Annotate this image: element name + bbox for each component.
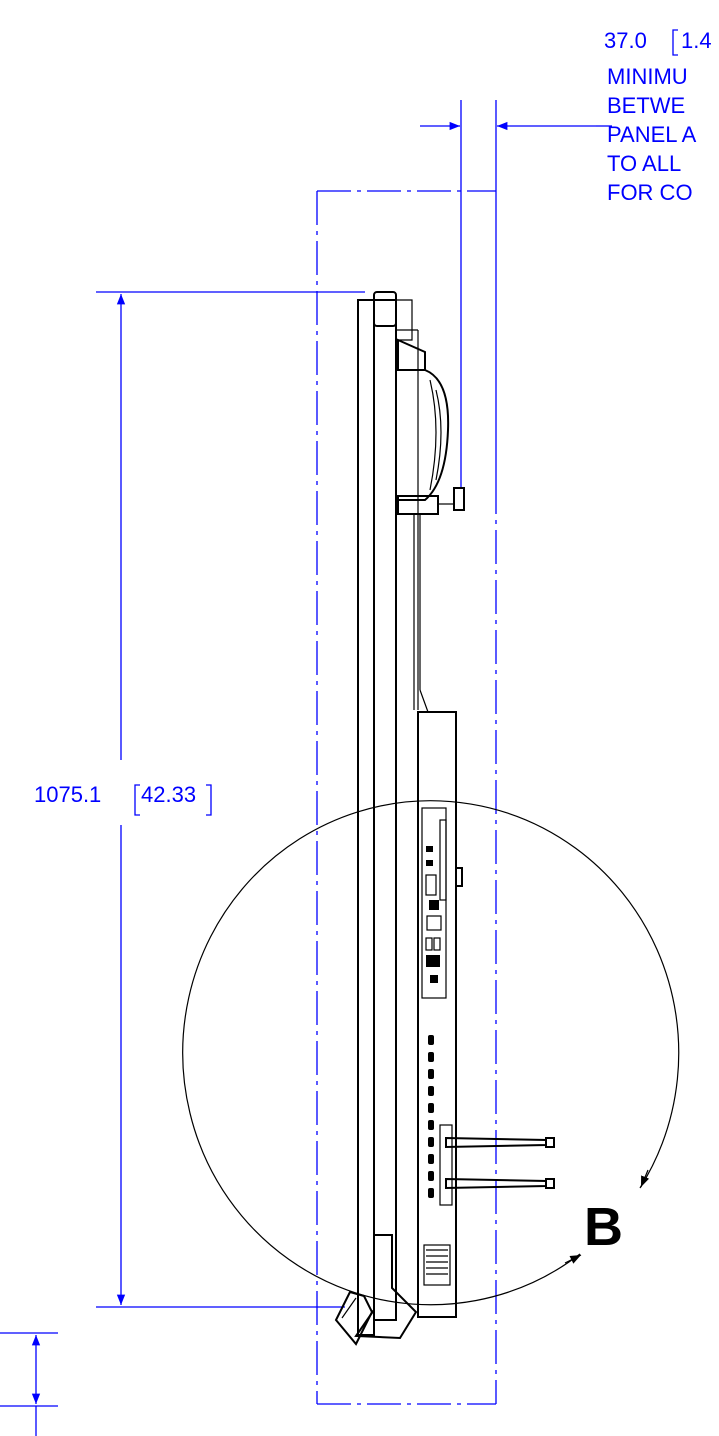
note-line-2: BETWE xyxy=(607,93,685,118)
bottom-dimension xyxy=(0,1332,58,1436)
panel-body xyxy=(373,299,397,1321)
clearance-inch-value: 1.4 xyxy=(681,28,712,53)
note-line-1: MINIMU xyxy=(607,64,688,89)
pen-tray xyxy=(334,1290,374,1346)
height-mm-value: 1075.1 xyxy=(34,782,101,807)
clearance-envelope xyxy=(316,190,497,1405)
detail-label: B xyxy=(584,1197,623,1257)
height-bracket-right xyxy=(206,784,212,816)
height-in-value: 42.33 xyxy=(141,782,196,807)
note-line-5: FOR CO xyxy=(607,180,693,205)
clearance-dimension xyxy=(420,100,612,488)
wifi-antenna-upper xyxy=(445,1136,555,1149)
wall-mount-handle xyxy=(397,338,465,515)
height-label: 1075.1 42.33 xyxy=(34,782,212,816)
height-bracket-left xyxy=(134,784,140,816)
electronics-box xyxy=(417,711,463,1318)
bottom-bracket xyxy=(334,1234,418,1346)
detail-circle xyxy=(182,800,680,1306)
clearance-note: MINIMU BETWE PANEL A TO ALL FOR CO xyxy=(607,64,697,205)
wifi-antenna-lower xyxy=(445,1177,555,1190)
vent-grille xyxy=(423,1244,451,1286)
note-line-4: TO ALL xyxy=(607,151,681,176)
top-cap xyxy=(373,291,397,327)
detail-callout: B xyxy=(182,800,680,1306)
height-dimension xyxy=(96,291,365,1308)
note-line-3: PANEL A xyxy=(607,122,697,147)
clearance-value: 37.0 xyxy=(604,28,647,53)
io-module xyxy=(421,807,447,999)
clearance-bracket xyxy=(672,29,678,56)
electronics-housing xyxy=(417,711,457,1318)
display-profile xyxy=(334,291,555,1346)
clearance-label: 37.0 1.4 xyxy=(604,28,712,56)
panel-front xyxy=(357,299,375,1336)
